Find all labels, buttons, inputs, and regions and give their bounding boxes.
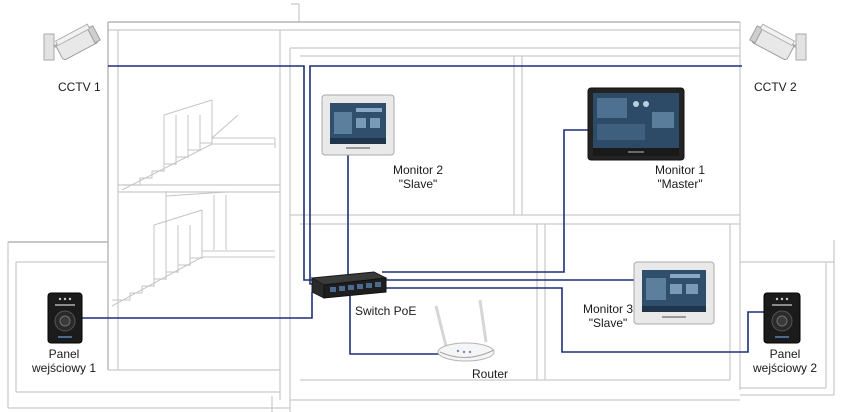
monitor1-device	[587, 87, 685, 161]
monitor2-label-line1: Monitor 2	[392, 163, 444, 177]
cable-router	[349, 296, 442, 355]
monitor2-label: Monitor 2 "Slave"	[393, 163, 443, 191]
panel1-label-line1: Panel	[48, 347, 80, 361]
panel2-label-line2: wejściowy 2	[752, 361, 818, 375]
switch-label: Switch PoE	[355, 304, 417, 318]
cable-panel2	[382, 287, 764, 353]
monitor2-label-line2: "Slave"	[398, 177, 438, 191]
panel2-device	[763, 292, 801, 344]
panel2-label: Panel wejściowy 2	[753, 347, 817, 375]
router-label: Router	[472, 367, 509, 381]
monitor3-label-line1: Monitor 3	[582, 302, 634, 316]
staircase-upper	[121, 99, 276, 191]
panel1-label: Panel wejściowy 1	[32, 347, 96, 375]
panel1-label-line2: wejściowy 1	[31, 361, 97, 375]
staircase-lower	[111, 191, 275, 307]
building-outline	[7, 3, 835, 412]
cable-monitor1	[382, 129, 590, 273]
cctv2-camera	[749, 23, 807, 61]
monitor1-label: Monitor 1 "Master"	[655, 163, 705, 191]
monitor3-label: Monitor 3 "Slave"	[583, 302, 633, 330]
cctv2-label: CCTV 2	[754, 80, 797, 94]
router-device	[434, 299, 495, 362]
monitor3-device	[633, 261, 715, 325]
cable-panel1	[82, 292, 313, 319]
panel2-label-line1: Panel	[769, 347, 801, 361]
monitor3-label-line2: "Slave"	[588, 316, 628, 330]
monitor1-label-line1: Monitor 1	[654, 163, 706, 177]
cctv1-label: CCTV 1	[58, 80, 101, 94]
monitor1-label-line2: "Master"	[657, 177, 703, 191]
monitor2-device	[321, 94, 395, 156]
cctv1-camera	[43, 23, 101, 61]
cable-cctv1	[108, 65, 318, 281]
poe-switch-device	[310, 271, 388, 299]
panel1-device	[47, 292, 83, 344]
